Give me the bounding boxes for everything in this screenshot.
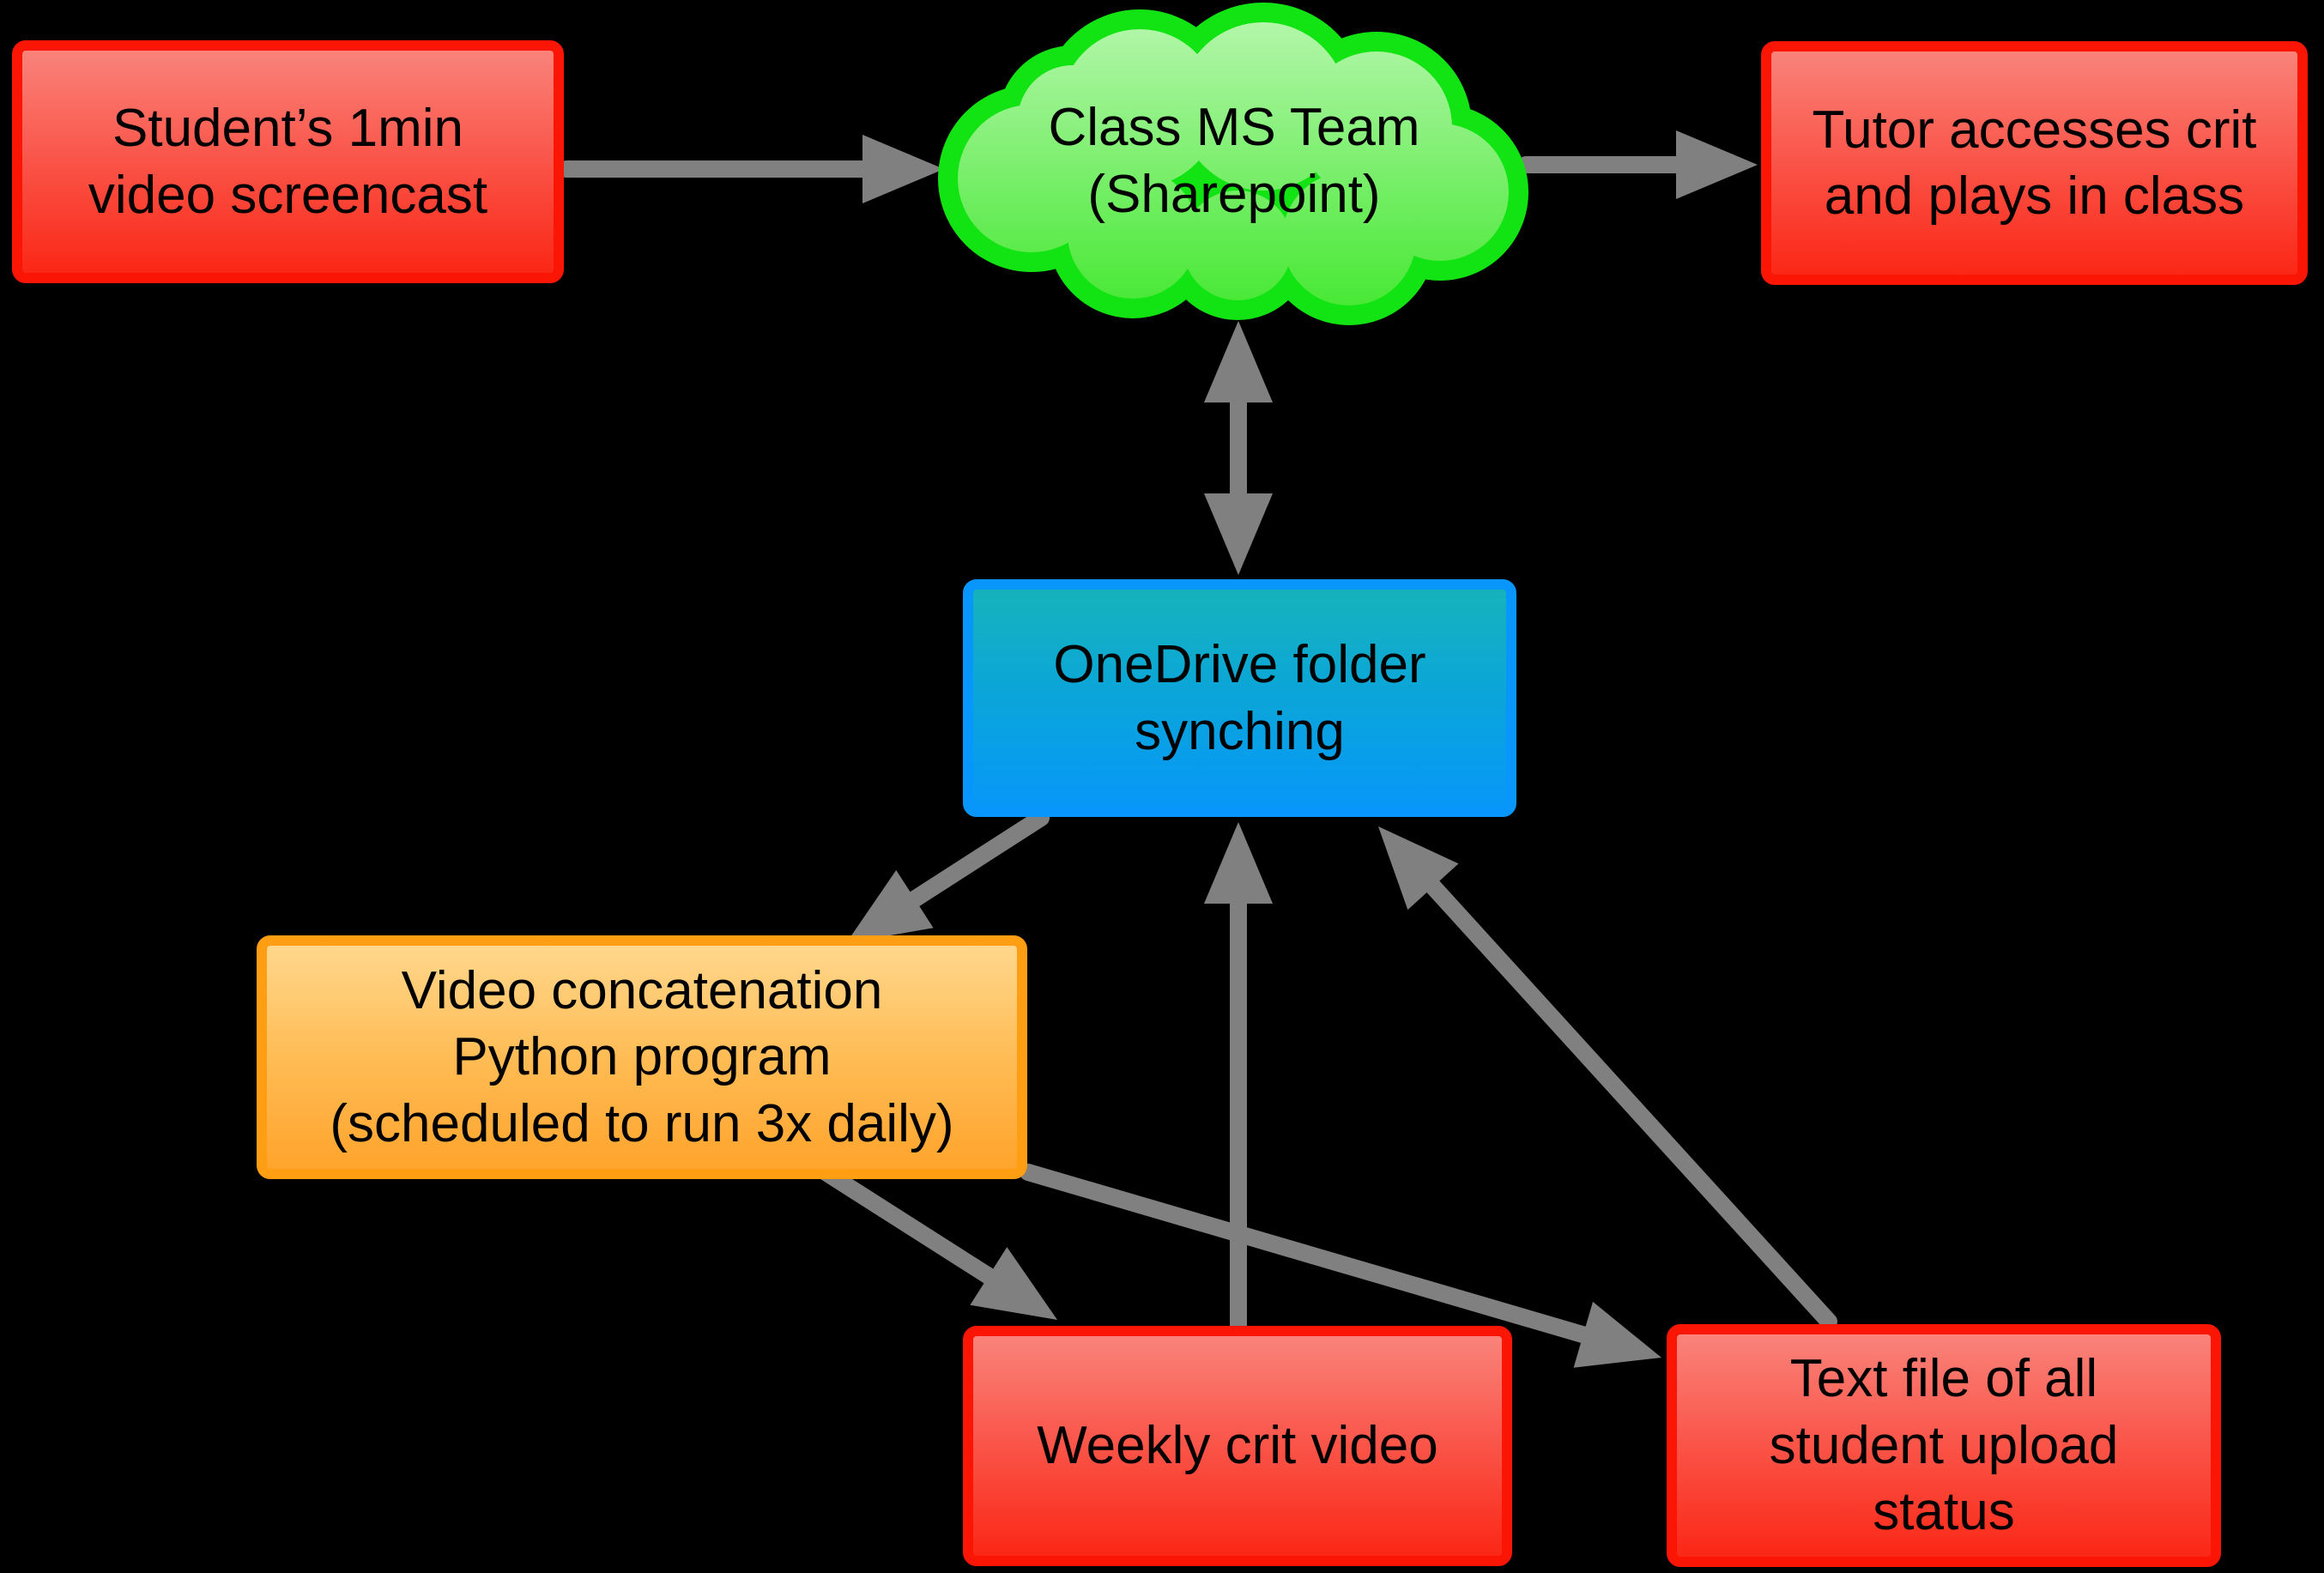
arrow-shaft-3 [905,809,1050,908]
node-video-concat: Video concatenation Python program (sche… [257,935,1027,1179]
arrow-head-5 [970,1247,1057,1320]
node-weekly-crit-video: Weekly crit video [963,1326,1512,1566]
arrow-head-4 [1204,822,1273,904]
arrow-head-2 [1204,493,1273,575]
arrow-head-7 [1378,826,1459,911]
arrow-head-3 [846,869,934,943]
arrow-head-2-b [1204,321,1273,402]
node-class-ms-team-label: Class MS Team (Sharepoint) [1048,98,1420,224]
arrow-shaft-7 [1424,878,1837,1330]
node-student-screencast: Student’s 1min video screencast [12,40,564,283]
arrow-head-6 [1573,1301,1661,1368]
arrow-shaft-5 [817,1164,997,1285]
arrow-head-1 [1676,130,1758,199]
node-onedrive-sync: OneDrive folder synching [963,579,1516,817]
cloud-shape [938,3,1528,325]
arrow-shaft-6 [1020,1164,1592,1344]
node-tutor-access: Tutor accesses crit and plays in class [1761,41,2308,285]
node-upload-status-file: Text file of all student upload status [1667,1324,2221,1567]
arrow-head-0 [862,135,944,203]
